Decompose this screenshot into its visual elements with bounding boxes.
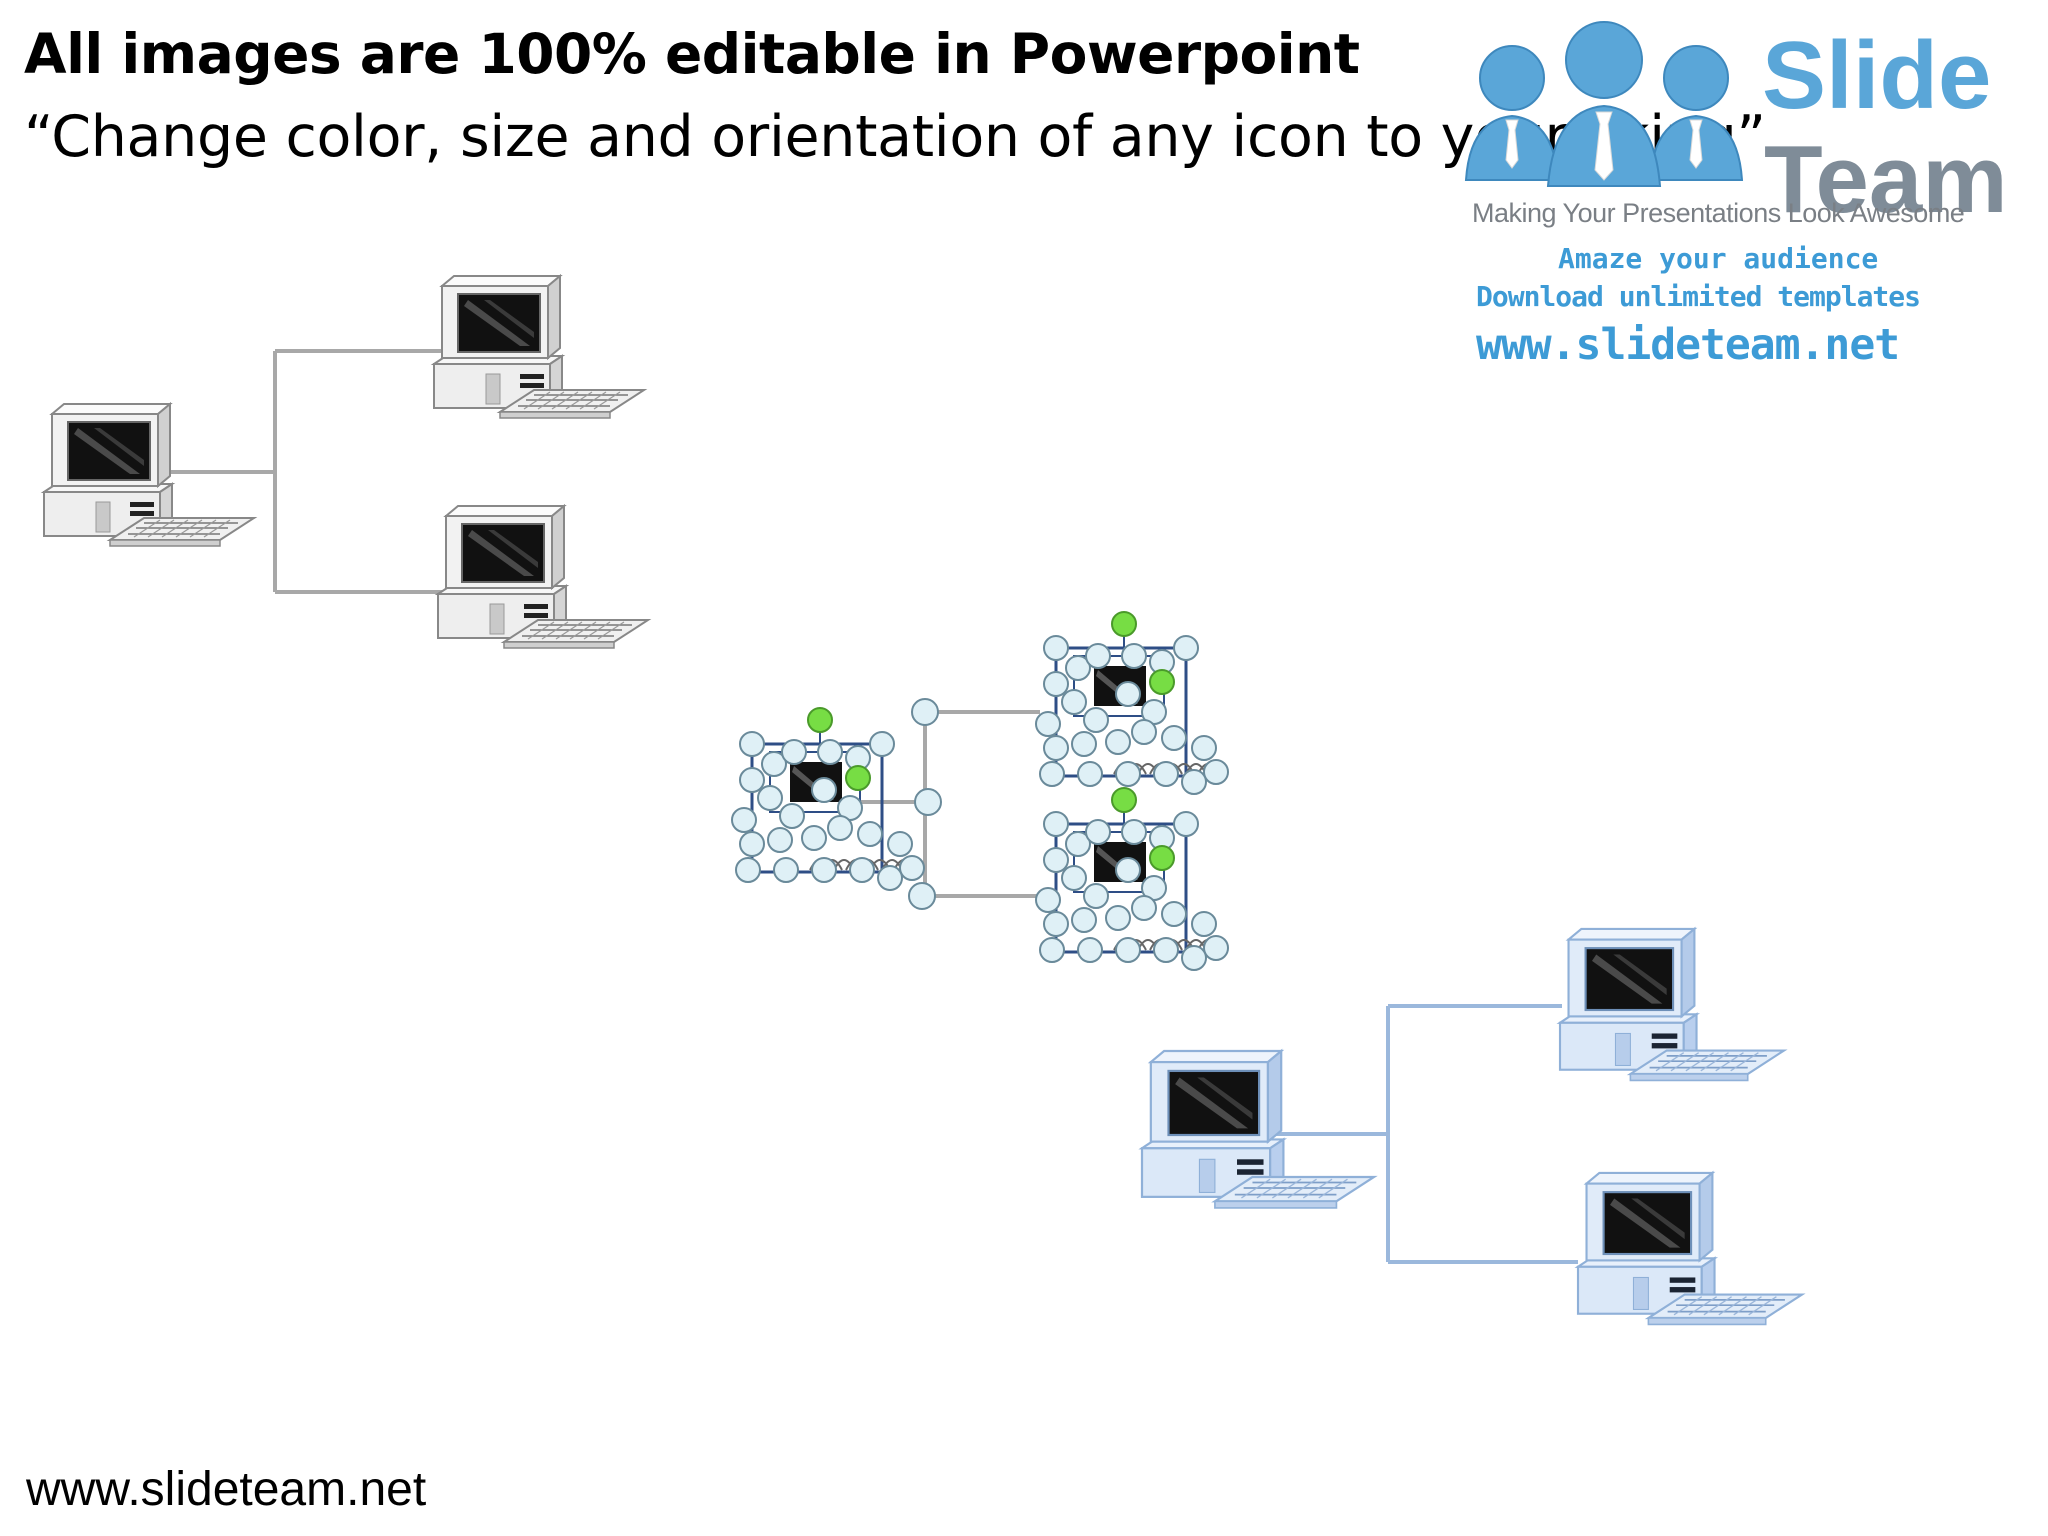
connector-lines [168, 349, 445, 594]
footer-url[interactable]: www.slideteam.net [26, 1463, 427, 1516]
computer-icon[interactable] [1034, 786, 1230, 972]
network-diagram-blue [1140, 927, 1804, 1326]
computer-icon[interactable] [43, 403, 255, 547]
slideteam-logo[interactable]: Slide Team Making Your Presentations Loo… [1460, 20, 2020, 380]
network-diagram-selected[interactable] [730, 610, 1230, 972]
logo-word-slide: Slide [1762, 22, 1992, 129]
connector-lines [1268, 1004, 1578, 1264]
logo-line-url[interactable]: www.slideteam.net [1476, 320, 1900, 370]
computer-icon[interactable] [1034, 610, 1230, 796]
computer-icon[interactable] [730, 706, 926, 892]
people-icon [1464, 21, 1744, 187]
selection-handle-icon[interactable] [908, 698, 942, 910]
network-diagram-gray [43, 275, 649, 649]
slide-title: All images are 100% editable in Powerpoi… [24, 22, 1360, 86]
computer-icon[interactable] [433, 275, 645, 419]
logo-word-team: Team [1764, 126, 2008, 233]
logo-line-amaze: Amaze your audience [1558, 242, 1879, 275]
logo-tagline: Making Your Presentations Look Awesome [1472, 198, 1965, 228]
computer-icon[interactable] [437, 505, 649, 649]
computer-icon[interactable] [1576, 1171, 1804, 1326]
computer-icon[interactable] [1558, 927, 1786, 1082]
computer-icon[interactable] [1140, 1049, 1376, 1210]
logo-line-download: Download unlimited templates [1476, 280, 1921, 313]
